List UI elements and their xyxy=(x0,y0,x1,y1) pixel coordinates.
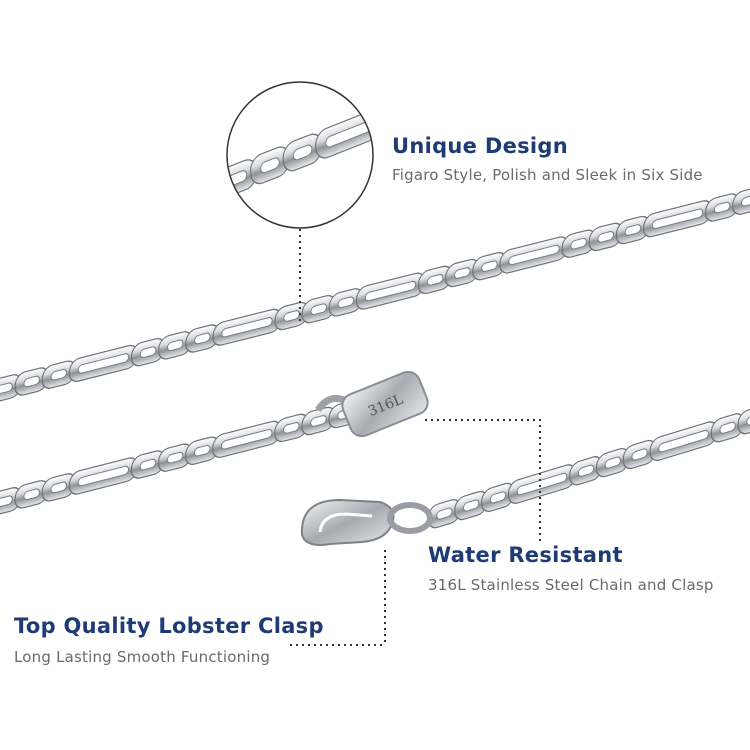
stamped-tag: 316L xyxy=(315,370,429,438)
chain-link xyxy=(499,236,569,274)
chain-link xyxy=(0,487,22,516)
chain-link xyxy=(615,215,651,245)
chain-link xyxy=(355,272,426,310)
chain-link xyxy=(445,258,480,288)
chain-link xyxy=(157,443,193,472)
feature-desc-unique-design: Figaro Style, Polish and Sleek in Six Si… xyxy=(392,166,703,184)
feature-desc-lobster-clasp: Long Lasting Smooth Functioning xyxy=(14,648,271,666)
chain-link xyxy=(328,288,364,317)
chain-link xyxy=(507,464,577,504)
lobster-clasp xyxy=(300,498,433,546)
chain-link xyxy=(389,88,429,132)
chain-link xyxy=(595,447,630,478)
feature-title-unique-design: Unique Design xyxy=(392,134,568,158)
chain-link xyxy=(14,480,49,509)
chain-link xyxy=(185,324,220,353)
chain-link xyxy=(130,450,166,479)
chain-link xyxy=(14,367,49,396)
feature-title-water-resistant: Water Resistant xyxy=(428,543,623,567)
feature-desc-water-resistant: 316L Stainless Steel Chain and Clasp xyxy=(428,576,714,594)
lower-right-chain-strand xyxy=(427,405,750,529)
zoom-detail-circle xyxy=(226,75,462,229)
chain-link xyxy=(68,457,138,495)
chain-link xyxy=(185,436,220,465)
chain-link xyxy=(454,490,489,521)
upper-chain-strand xyxy=(0,186,750,403)
chain-link xyxy=(212,308,282,346)
chain-link xyxy=(472,252,507,281)
feature-title-lobster-clasp: Top Quality Lobster Clasp xyxy=(14,614,324,638)
chain-link xyxy=(561,229,596,258)
chain-link xyxy=(422,75,462,119)
chain-link xyxy=(130,337,166,367)
callout-lines xyxy=(290,229,541,646)
chain-link xyxy=(68,344,139,382)
chain-link xyxy=(274,301,309,331)
chain-link xyxy=(649,421,718,462)
chain-link xyxy=(704,193,740,222)
chain-link xyxy=(737,405,750,435)
chain-link xyxy=(212,420,282,458)
chain-link xyxy=(622,439,657,470)
chain-link xyxy=(732,186,750,215)
chain-link xyxy=(274,413,309,443)
chain-link xyxy=(282,133,323,172)
chain-link xyxy=(642,200,713,238)
